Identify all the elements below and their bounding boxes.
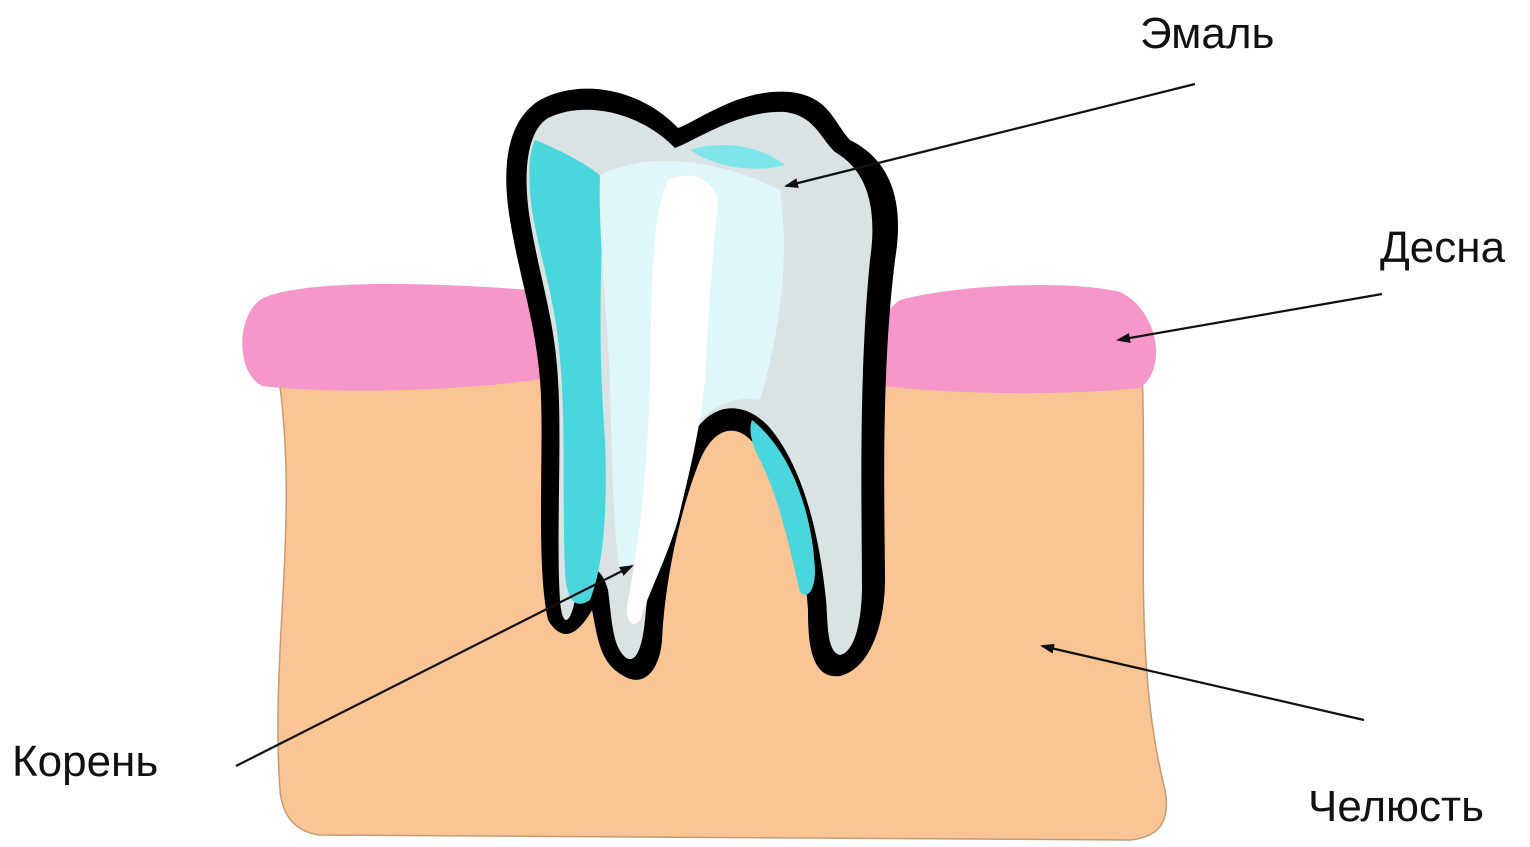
label-enamel: Эмаль [1140, 12, 1274, 56]
label-root: Корень [12, 740, 158, 784]
label-jaw: Челюсть [1308, 785, 1484, 829]
arrow-enamel [786, 84, 1195, 186]
arrow-gum [1118, 294, 1382, 340]
label-gum: Десна [1380, 226, 1505, 270]
gum-right [877, 285, 1156, 393]
gum-left [242, 284, 557, 391]
